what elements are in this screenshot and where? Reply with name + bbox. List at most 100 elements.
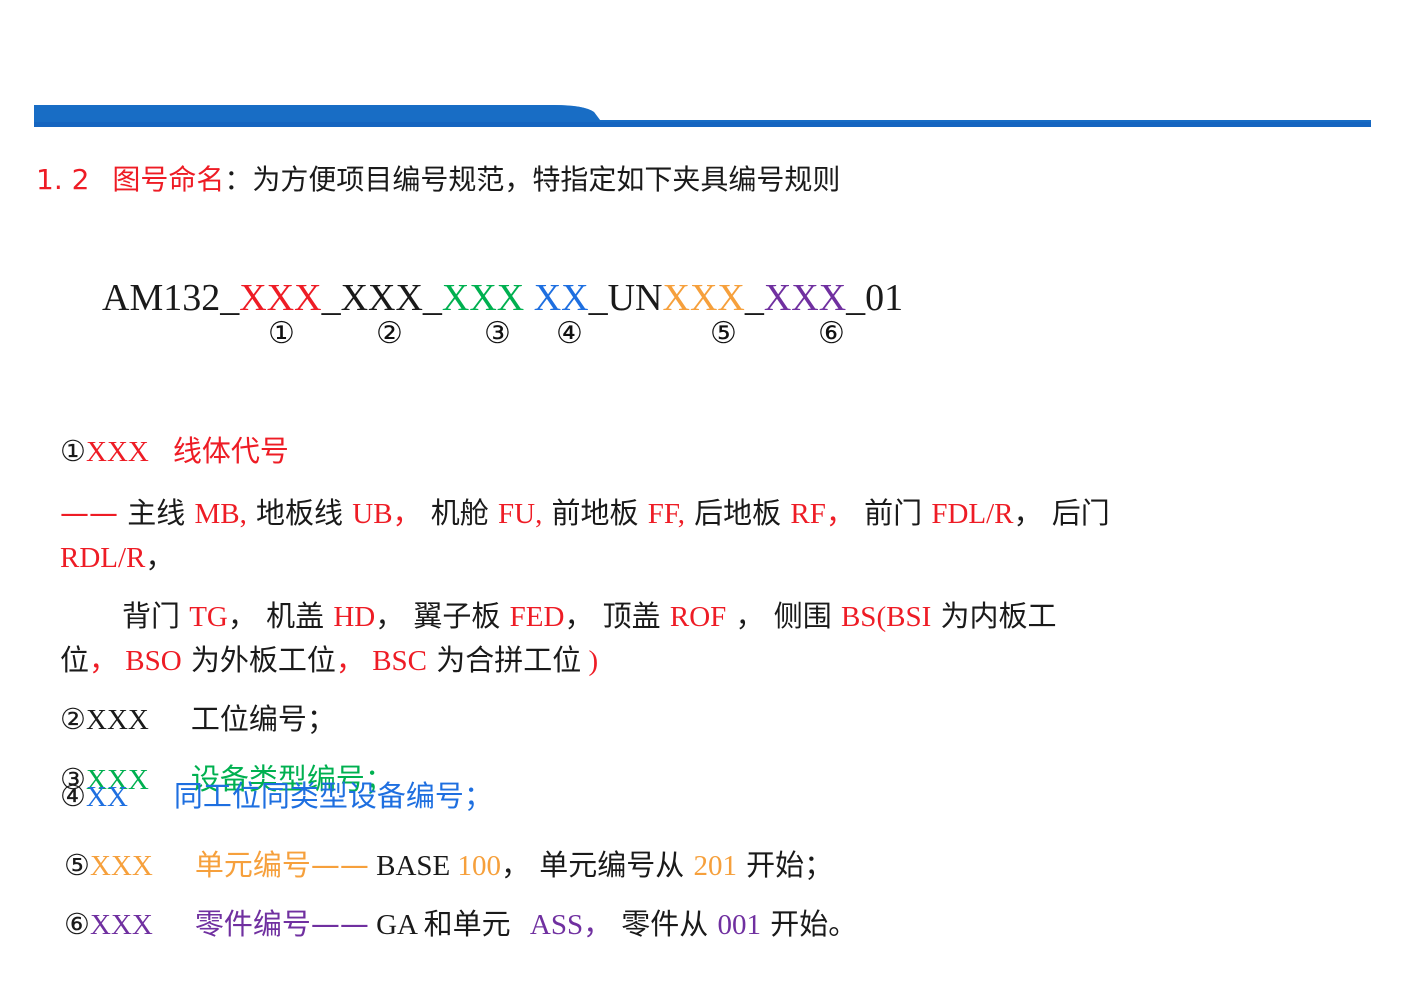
code-segment-3: XXX: [441, 277, 525, 319]
item-code: XXX: [86, 704, 149, 736]
code-bs: BS(BSI: [840, 601, 932, 633]
text: ，: [335, 643, 365, 677]
item-code: XX: [86, 781, 128, 813]
item-1-line-1: —— 主线 MB, 地板线 UB， 机舱 FU, 前地板 FF, 后地板 RF，…: [60, 490, 1110, 532]
code-segment-5: XXX: [662, 277, 745, 319]
code-bso: BSO: [118, 645, 182, 677]
marker-2: ②: [376, 316, 403, 351]
text: 位: [60, 643, 90, 677]
text: ): [581, 645, 599, 677]
item-number: ④: [60, 779, 86, 813]
code-separator: _: [321, 277, 341, 319]
code-ff: FF,: [647, 498, 685, 530]
code-separator: [524, 277, 534, 319]
text: 和单元: [423, 907, 520, 941]
section-heading: 1. 2 图号命名：为方便项目编号规范，特指定如下夹具编号规则: [36, 158, 840, 198]
item-number: ⑥: [64, 907, 90, 941]
text: 后地板: [684, 496, 791, 530]
code-tg: TG: [189, 601, 228, 633]
item-number: ①: [60, 434, 86, 468]
item-3: ③XXX 设备类型编号；: [60, 756, 394, 798]
code-segment-1: XXX: [239, 277, 322, 319]
header-banner: [34, 105, 1371, 127]
code-ass: ASS: [529, 909, 584, 941]
code-segment-6: XXX: [763, 277, 847, 319]
item-label: 零件编号——: [194, 907, 369, 941]
item-5: ⑤XXX 单元编号—— BASE 100， 单元编号从 201 开始；: [64, 842, 833, 884]
item-4: ④XX 同工位同类型设备编号；: [60, 773, 493, 815]
item-2: ②XXX 工位编号；: [60, 696, 336, 738]
item-label: 设备类型编号；: [190, 762, 394, 796]
text: 机舱: [421, 496, 498, 530]
marker-1: ①: [268, 316, 295, 351]
item-1-line-1-wrap: RDL/R，: [60, 534, 174, 576]
item-1-line-3: 位， BSO 为外板工位， BSC 为合拼工位 ): [60, 637, 598, 679]
text: ， 侧围: [726, 599, 841, 633]
section-number: 1. 2: [36, 163, 90, 196]
item-label: 线体代号: [172, 434, 289, 468]
item-number: ⑤: [64, 848, 90, 882]
text: 开始。: [761, 907, 858, 941]
start-number: 001: [717, 909, 762, 941]
section-description: ：为方便项目编号规范，特指定如下夹具编号规则: [224, 163, 841, 196]
text: ，: [89, 643, 119, 677]
item-number: ③: [60, 762, 86, 796]
start-number: 201: [693, 850, 737, 882]
text: ，: [145, 540, 175, 574]
code-rof: ROF: [669, 601, 727, 633]
code-pattern: AM132_XXX_XXX_XXX XX_UNXXX_XXX_01: [102, 276, 903, 320]
marker-3: ③: [484, 316, 511, 351]
text: ， 翼子板: [375, 599, 510, 633]
item-6: ⑥XXX 零件编号—— GA 和单元 ASS， 零件从 001 开始。: [64, 901, 857, 943]
code-rdl: RDL/R: [60, 542, 146, 574]
item-label: 单元编号——: [194, 848, 369, 882]
item-code: XXX: [90, 909, 153, 941]
text: 为内板工: [931, 599, 1057, 633]
item-code: XXX: [86, 436, 149, 468]
text: ， 顶盖: [564, 599, 670, 633]
text: 背门: [122, 599, 190, 633]
code-mb: MB,: [194, 498, 247, 530]
item-1-line-2: 背门 TG， 机盖 HD， 翼子板 FED， 顶盖 ROF ， 侧围 BS(BS…: [122, 593, 1056, 635]
base-number: 100: [457, 850, 502, 882]
code-separator: _: [744, 277, 764, 319]
section-title: 图号命名: [112, 163, 225, 196]
code-separator: _: [422, 277, 442, 319]
text: 前门: [854, 496, 932, 530]
code-fu: FU,: [498, 498, 543, 530]
item-code: XXX: [90, 850, 153, 882]
text: ， 机盖: [227, 599, 334, 633]
code-fed: FED: [509, 601, 565, 633]
code-segment-2: XXX: [340, 277, 423, 319]
code-hd: HD: [333, 601, 376, 633]
text: 地板线: [246, 496, 353, 530]
dash: ——: [60, 496, 118, 530]
code-rf: RF，: [790, 498, 855, 530]
marker-6: ⑥: [818, 316, 845, 351]
text: ，: [583, 907, 613, 941]
text: ， 单元编号从: [501, 848, 694, 882]
code-prefix: AM132_: [102, 277, 240, 319]
item-label: 工位编号；: [190, 702, 336, 736]
code-segment-4: XX: [533, 277, 589, 319]
text: 前地板: [542, 496, 648, 530]
text: 开始；: [736, 848, 834, 882]
code-fdl: FDL/R: [931, 498, 1014, 530]
text: ， 后门: [1013, 496, 1110, 530]
text: 零件从: [612, 907, 718, 941]
code-suffix: _01: [846, 277, 904, 319]
text: 主线: [118, 496, 195, 530]
code-separator: _UN: [588, 277, 663, 319]
marker-5: ⑤: [710, 316, 737, 351]
item-code: XXX: [86, 764, 149, 796]
text: GA: [368, 909, 424, 941]
item-number: ②: [60, 702, 86, 736]
item-label: 同工位同类型设备编号；: [173, 779, 493, 813]
item-1-heading: ①XXX 线体代号: [60, 428, 289, 470]
code-ub: UB，: [352, 498, 422, 530]
text: 为外板工位: [181, 643, 336, 677]
marker-4: ④: [556, 316, 583, 351]
code-bsc: BSC: [364, 645, 428, 677]
text: 为合拼工位: [427, 643, 582, 677]
text: BASE: [368, 850, 458, 882]
